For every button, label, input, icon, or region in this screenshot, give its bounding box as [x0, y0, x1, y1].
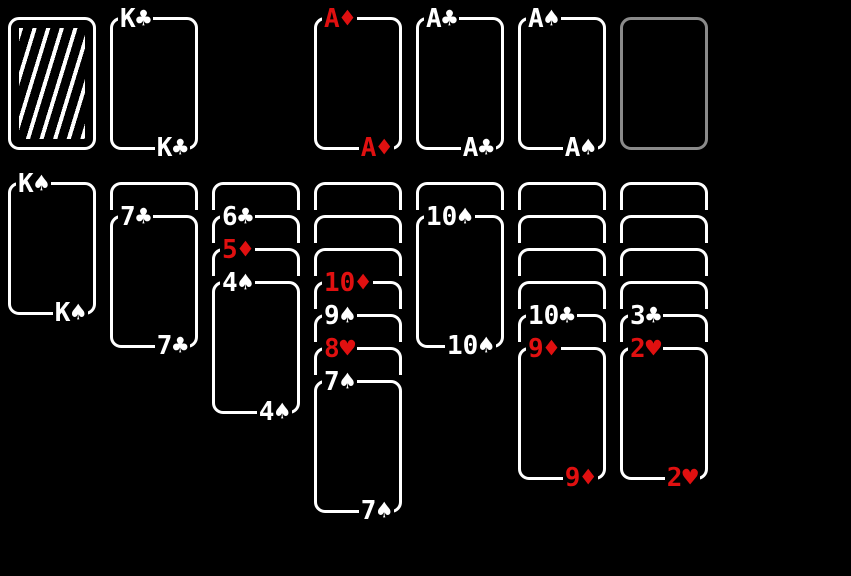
- foundation-card-a-clubs[interactable]: A♣ A♣: [416, 6, 504, 161]
- card-label-bottom: K♠: [52, 298, 88, 328]
- card-label-bottom: 10♠: [445, 331, 496, 361]
- card-label-top: 5♦: [220, 235, 256, 265]
- card-label-bottom: A♦: [358, 133, 394, 163]
- facedown-card[interactable]: [314, 215, 402, 243]
- card-3-clubs[interactable]: 3♣: [620, 303, 708, 342]
- card-label-bottom: A♣: [460, 133, 496, 163]
- foundation-empty-slot[interactable]: [620, 17, 708, 150]
- card-label-top: 7♠: [322, 367, 358, 397]
- card-label-top: 4♠: [220, 268, 256, 298]
- card-label-top: 2♥: [628, 334, 664, 364]
- card-label-bottom: 7♠: [358, 496, 394, 526]
- card-label-top: K♠: [16, 169, 52, 199]
- card-k-spades[interactable]: K♠ K♠: [8, 171, 96, 326]
- card-10-clubs[interactable]: 10♣: [518, 303, 606, 342]
- card-label-top: 9♠: [322, 301, 358, 331]
- foundation-card-a-diamonds[interactable]: A♦ A♦: [314, 6, 402, 161]
- card-10-diamonds[interactable]: 10♦: [314, 270, 402, 309]
- card-8-hearts[interactable]: 8♥: [314, 336, 402, 375]
- facedown-card[interactable]: [620, 248, 708, 276]
- card-label-bottom: K♣: [154, 133, 190, 163]
- card-label-bottom: A♠: [562, 133, 598, 163]
- card-7-clubs[interactable]: 7♣ 7♣: [110, 204, 198, 359]
- card-label-top: A♦: [322, 4, 358, 34]
- facedown-card[interactable]: [314, 182, 402, 210]
- card-label-top: 6♣: [220, 202, 256, 232]
- facedown-card[interactable]: [518, 182, 606, 210]
- card-label-bottom: 7♣: [154, 331, 190, 361]
- facedown-card[interactable]: [620, 215, 708, 243]
- card-2-hearts[interactable]: 2♥ 2♥: [620, 336, 708, 491]
- card-9-diamonds[interactable]: 9♦ 9♦: [518, 336, 606, 491]
- card-label-top: 10♠: [424, 202, 475, 232]
- card-label-top: 10♣: [526, 301, 577, 331]
- waste-card-k-clubs[interactable]: K♣ K♣: [110, 6, 198, 161]
- card-label-top: 10♦: [322, 268, 373, 298]
- facedown-card[interactable]: [518, 248, 606, 276]
- card-label-top: A♠: [526, 4, 562, 34]
- card-label-top: 3♣: [628, 301, 664, 331]
- card-label-top: 7♣: [118, 202, 154, 232]
- card-label-bottom: 2♥: [664, 463, 700, 493]
- card-label-bottom: 9♦: [562, 463, 598, 493]
- card-4-spades[interactable]: 4♠ 4♠: [212, 270, 300, 425]
- card-10-spades[interactable]: 10♠ 10♠: [416, 204, 504, 359]
- card-label-top: K♣: [118, 4, 154, 34]
- facedown-card[interactable]: [620, 182, 708, 210]
- stock-pile-card-back[interactable]: [8, 17, 96, 150]
- card-back-stripes-pattern: [19, 28, 85, 139]
- card-label-top: 9♦: [526, 334, 562, 364]
- facedown-card[interactable]: [518, 215, 606, 243]
- card-label-top: A♣: [424, 4, 460, 34]
- card-label-bottom: 4♠: [256, 397, 292, 427]
- card-label-top: 8♥: [322, 334, 358, 364]
- card-7-spades[interactable]: 7♠ 7♠: [314, 369, 402, 524]
- card-9-spades[interactable]: 9♠: [314, 303, 402, 342]
- foundation-card-a-spades[interactable]: A♠ A♠: [518, 6, 606, 161]
